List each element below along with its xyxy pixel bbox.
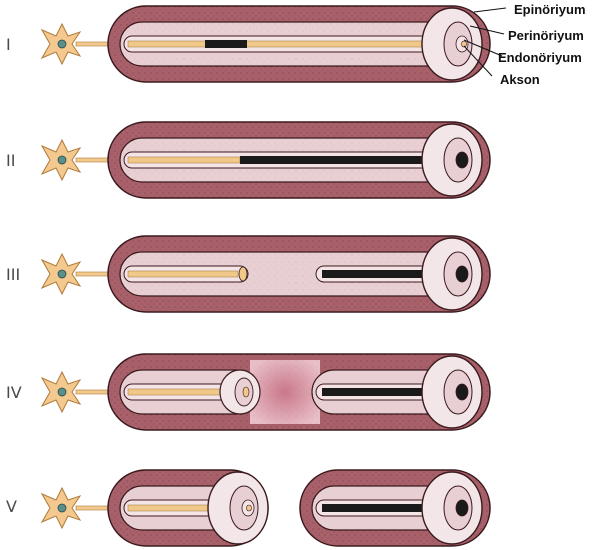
label-endoneurium: Endonöriyum <box>498 50 582 65</box>
nerve-stage-5-proximal <box>108 470 268 546</box>
nerve-stage-4 <box>108 354 490 430</box>
stage-label-5: V <box>6 497 17 516</box>
axon-intact <box>128 157 240 163</box>
axon-intact <box>128 41 468 47</box>
nerve-stage-1 <box>108 6 490 82</box>
label-perineurium: Perinöriyum <box>508 28 584 43</box>
label-epineurium: Epinöriyum <box>514 2 586 17</box>
conduction-block <box>205 40 247 48</box>
stage-label-2: II <box>6 151 15 170</box>
nerve-stage-3 <box>108 236 490 312</box>
axon-intact <box>128 271 238 277</box>
nerve-stage-2 <box>108 122 490 198</box>
label-axon: Akson <box>500 72 540 87</box>
stage-label-4: IV <box>6 383 22 402</box>
nerve-stage-5-distal <box>300 470 490 546</box>
stage-label-3: III <box>6 265 20 284</box>
stage-label-1: I <box>6 35 11 54</box>
